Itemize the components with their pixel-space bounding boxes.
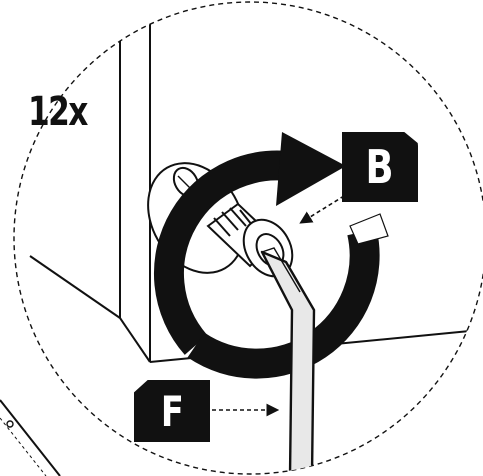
callout-badge-f: F: [134, 380, 210, 442]
callout-badge-b: B: [342, 132, 418, 202]
rotation-arrowhead: [276, 132, 346, 206]
bolt-shaft: [206, 202, 294, 278]
ring-end-cap: [349, 213, 389, 245]
clockwise-arrow-ring-lower: [187, 228, 380, 379]
quantity-label: 12x: [28, 89, 88, 135]
leader-line-b: [299, 195, 345, 224]
hex-key-icon: [260, 247, 316, 474]
panel-edge-bottom-left: [0, 399, 61, 476]
callout-label-f: F: [160, 386, 184, 436]
clockwise-arrow-icon: [153, 150, 304, 355]
callout-label-b: B: [365, 140, 395, 194]
